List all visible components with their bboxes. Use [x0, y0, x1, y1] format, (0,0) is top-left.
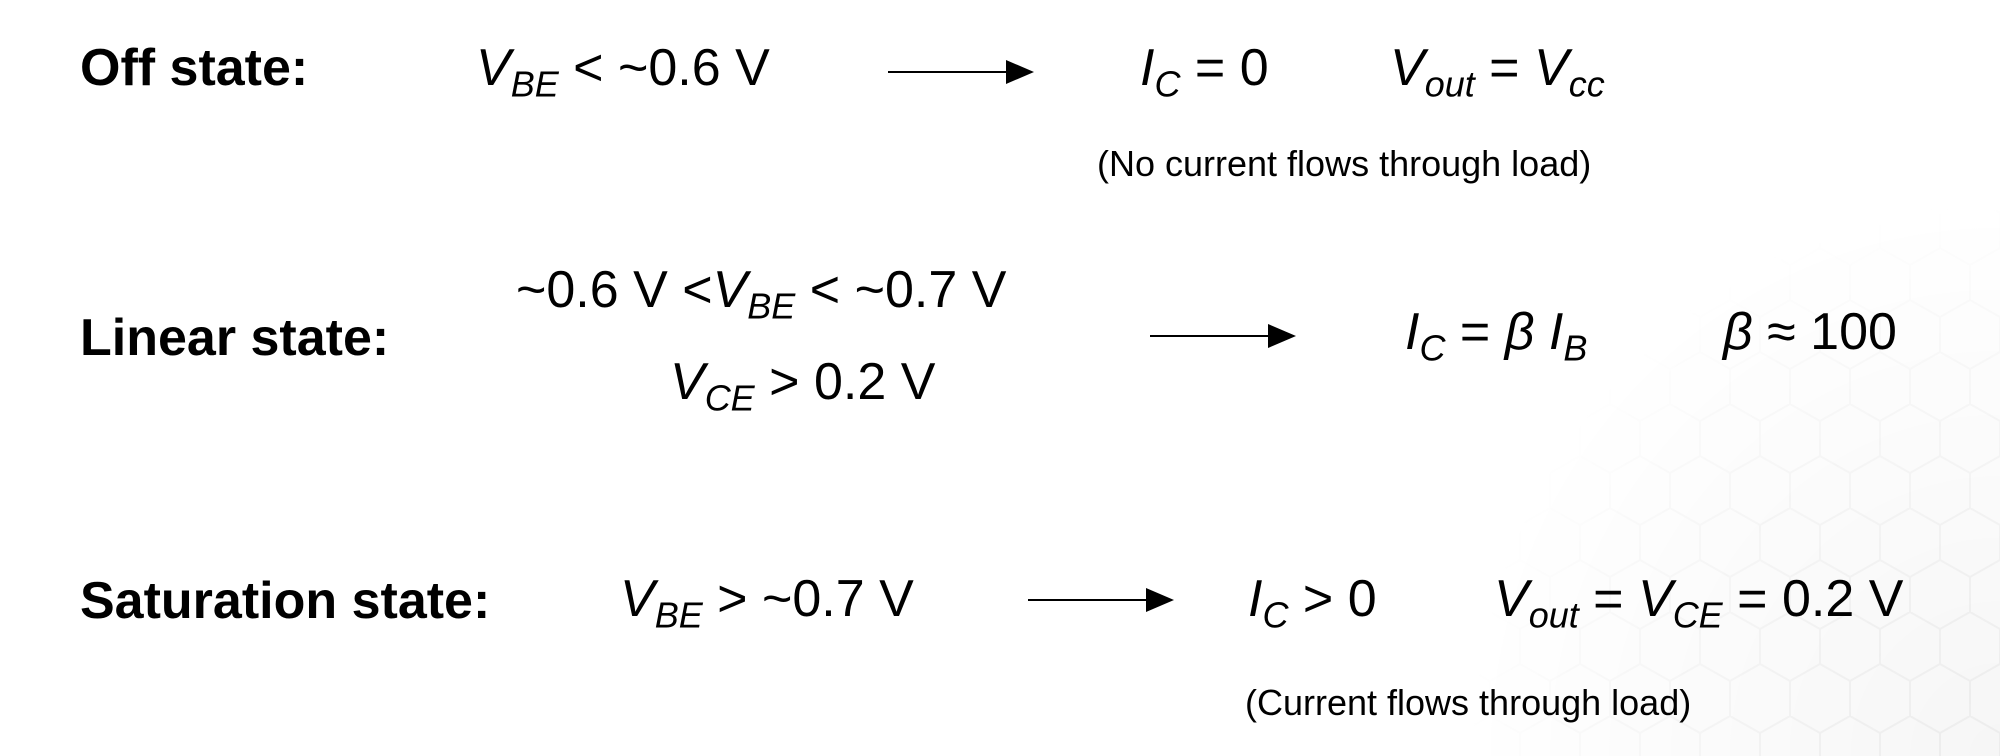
hexagon-watermark [1460, 196, 2000, 756]
linear-state-beta-value: β ≈ 100 [1723, 303, 1897, 361]
linear-state-arrow [1150, 324, 1296, 348]
off-state-label: Off state: [80, 39, 309, 97]
saturation-state-collector-current: IC > 0 [1248, 570, 1377, 636]
linear-state-condition-vce: VCE > 0.2 V [670, 353, 936, 419]
off-state-output-voltage: Vout = Vcc [1390, 39, 1605, 105]
off-state-condition: VBE < ~0.6 V [476, 39, 770, 105]
saturation-state-output-voltage: Vout = VCE = 0.2 V [1494, 570, 1904, 636]
saturation-state-note: (Current flows through load) [1245, 682, 1692, 723]
saturation-state-arrow [1028, 588, 1174, 612]
saturation-state-condition: VBE > ~0.7 V [620, 570, 914, 636]
off-state-collector-current: IC = 0 [1140, 39, 1269, 105]
linear-state-condition-vbe: ~0.6 V <VBE < ~0.7 V [516, 261, 1007, 327]
saturation-state-label: Saturation state: [80, 572, 491, 630]
linear-state-label: Linear state: [80, 309, 390, 367]
off-state-note: (No current flows through load) [1097, 143, 1592, 184]
linear-state-collector-current: IC = β IB [1405, 303, 1588, 369]
off-state-arrow [888, 60, 1034, 84]
